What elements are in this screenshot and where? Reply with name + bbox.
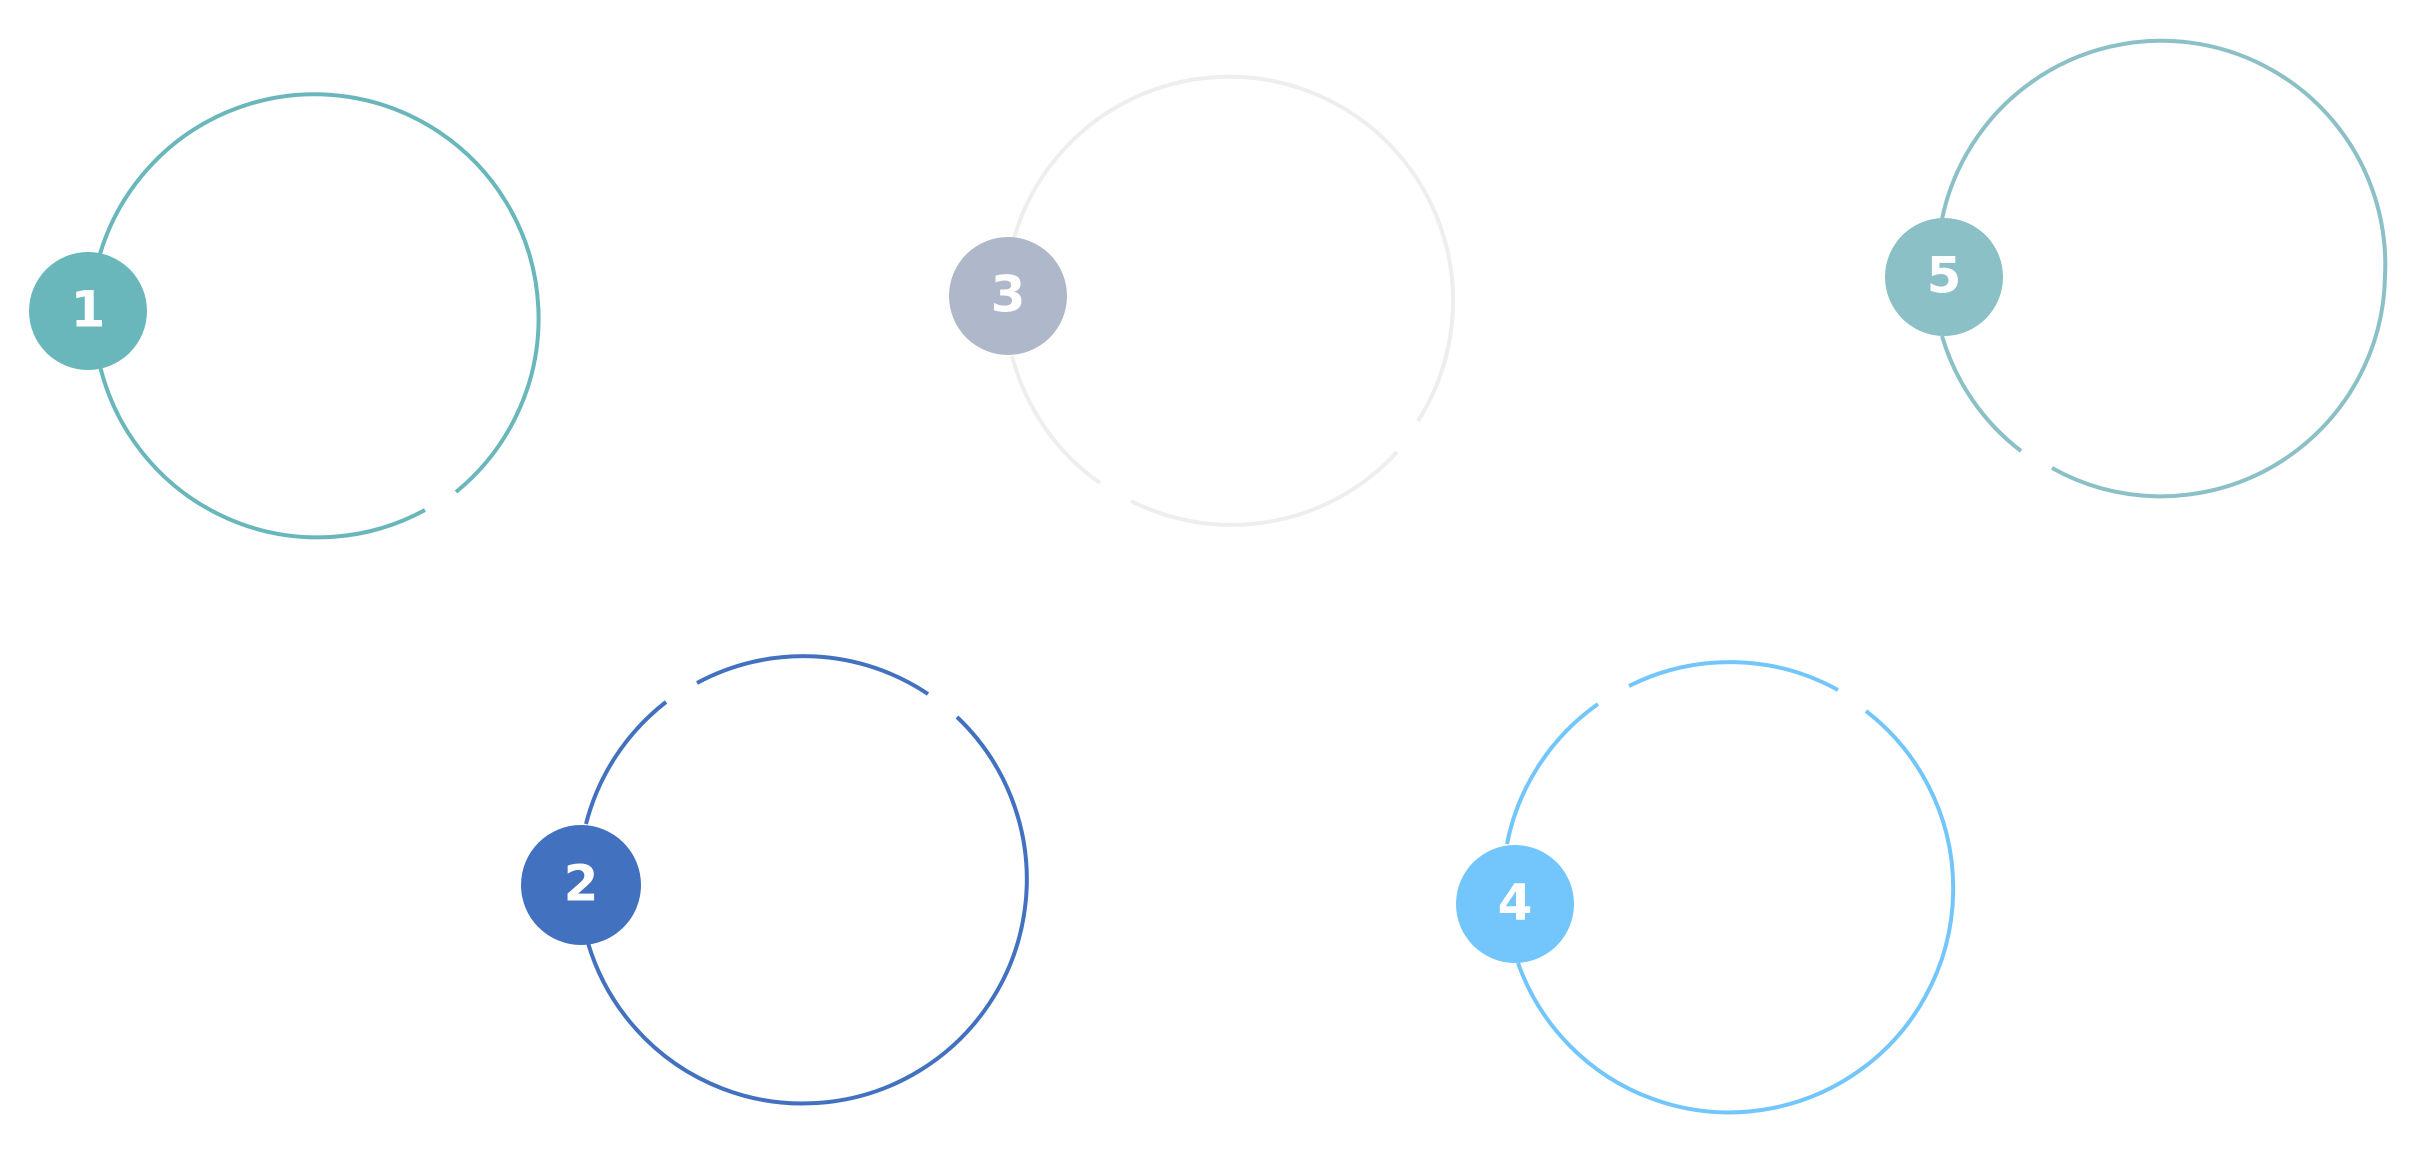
step-3-ring-arc-left xyxy=(1010,355,1102,485)
step-4-badge xyxy=(1456,845,1574,963)
step-3-badge xyxy=(949,237,1067,355)
step-4-ring-arc-top xyxy=(1628,660,1839,692)
step-1-ring-tail xyxy=(98,365,426,540)
step-1-number: 1 xyxy=(71,281,106,339)
step-5-ring xyxy=(1940,38,2388,499)
step-1: 1 xyxy=(29,92,541,540)
step-1-badge xyxy=(29,252,147,370)
step-1-ring xyxy=(98,92,541,494)
step-4-ring xyxy=(1516,709,1956,1115)
step-4-ring-arc-left xyxy=(1505,702,1600,845)
step-4-number: 4 xyxy=(1498,874,1533,932)
step-2-number: 2 xyxy=(564,855,599,913)
step-3: 3 xyxy=(949,74,1456,527)
step-5-number: 5 xyxy=(1927,247,1962,305)
step-2-badge xyxy=(521,825,641,945)
step-5: 5 xyxy=(1885,38,2388,499)
step-5-badge xyxy=(1885,218,2003,336)
step-3-ring xyxy=(1012,74,1456,423)
step-3-ring-arc-bottom xyxy=(1130,450,1399,527)
step-5-ring-tail xyxy=(1940,335,2023,453)
step-2: 2 xyxy=(521,654,1029,1106)
step-3-number: 3 xyxy=(991,266,1026,324)
step-2-ring-arc-left xyxy=(584,700,668,825)
step-4: 4 xyxy=(1456,660,1956,1115)
step-2-ring-arc-top xyxy=(696,654,930,696)
step-2-ring xyxy=(586,715,1029,1106)
